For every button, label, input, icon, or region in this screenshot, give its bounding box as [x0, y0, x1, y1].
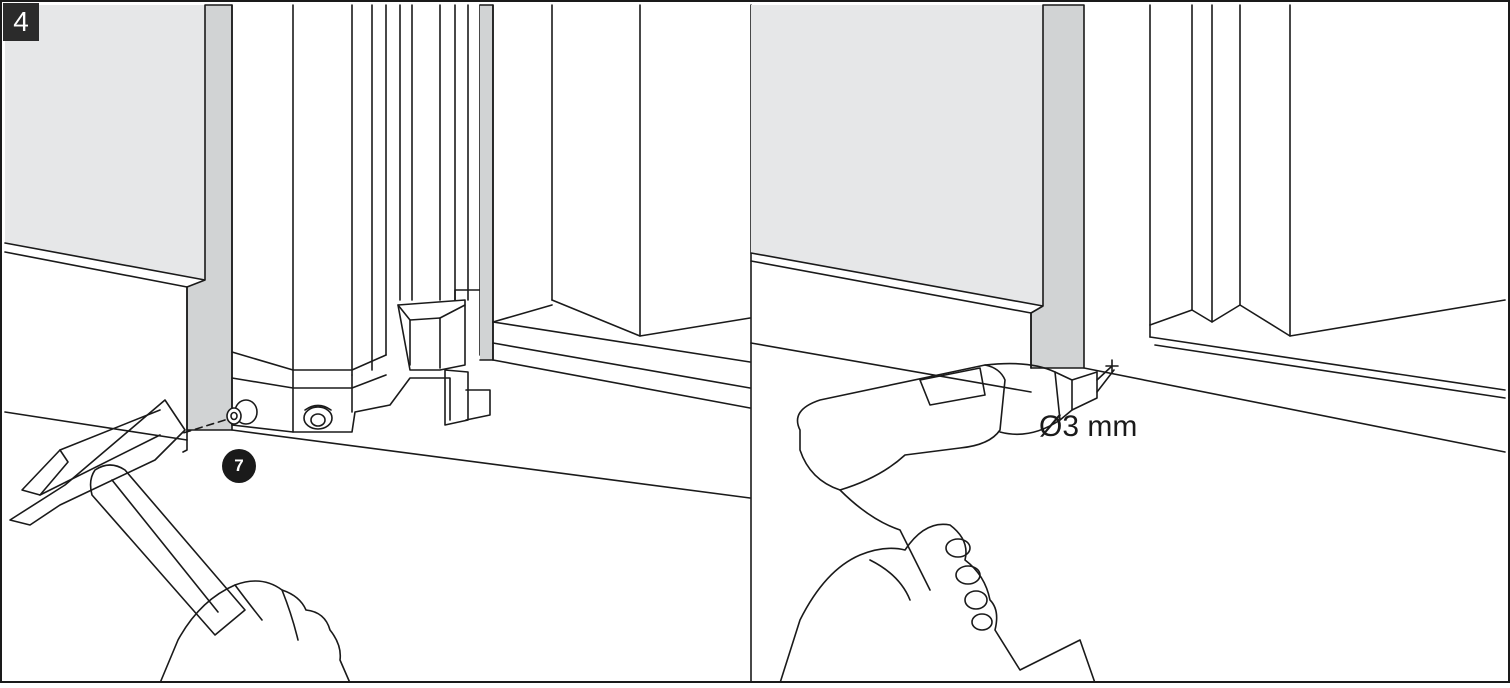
drill-icon	[780, 360, 1118, 683]
drill-bit-diameter-label: Ø3 mm	[1039, 410, 1137, 444]
part-callout-badge: 7	[222, 449, 256, 483]
hammer-icon	[10, 400, 350, 683]
right-panel	[751, 5, 1505, 683]
hand-left	[160, 581, 350, 683]
bottom-bracket	[232, 352, 450, 432]
folding-door	[232, 5, 493, 432]
step-number-badge: 4	[3, 3, 39, 41]
hand-right	[780, 524, 1095, 683]
wall	[5, 5, 205, 280]
left-panel	[5, 5, 750, 683]
